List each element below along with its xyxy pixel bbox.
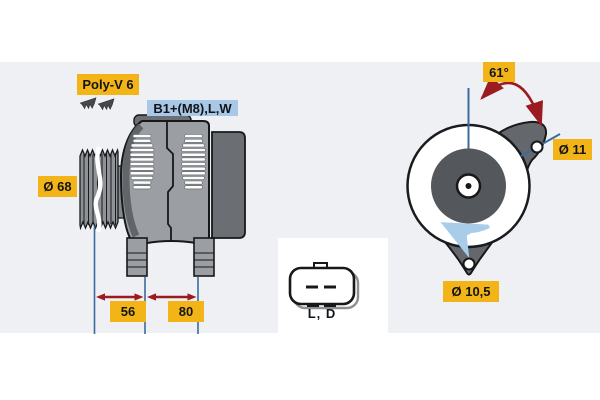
vent-slot	[130, 143, 154, 148]
mounting-legs	[126, 237, 215, 277]
vent-slot	[132, 185, 152, 190]
vent-slot	[129, 157, 155, 162]
rotation-direction-arrow	[440, 222, 490, 259]
dimension-56-label: 56	[110, 301, 146, 322]
vent-slot	[129, 166, 155, 171]
shaft-center	[465, 183, 472, 189]
pulley	[79, 146, 119, 233]
vent-slot	[181, 157, 206, 162]
front-view	[406, 75, 561, 276]
mounting-angle-label: 61°	[483, 62, 515, 82]
housing-parting-line	[166, 122, 174, 242]
vent-slot	[129, 148, 155, 152]
pulley-diameter-label: Ø 68	[38, 176, 77, 197]
vent-slot	[129, 171, 155, 176]
vent-slot	[132, 134, 152, 139]
rear-block	[211, 131, 246, 239]
vent-slot	[181, 171, 206, 176]
vent-slot	[181, 148, 206, 152]
mounting-hole-bottom	[462, 257, 476, 271]
vent-slots	[129, 134, 206, 190]
vent-slot	[181, 166, 206, 171]
dimension-arrows	[96, 293, 197, 301]
vent-slot	[181, 152, 206, 157]
belt-type-label: Poly-V 6	[77, 74, 139, 95]
connector-housing	[288, 266, 356, 306]
vent-slot	[184, 180, 203, 185]
belt-cross-section-icon	[79, 97, 115, 111]
terminal-label: B1+(M8),L,W	[147, 100, 238, 116]
vent-slot	[182, 143, 205, 148]
vent-slot	[132, 180, 152, 185]
vent-slot	[182, 176, 205, 180]
dimension-80-label: 80	[168, 301, 204, 322]
mounting-hole-top	[530, 140, 544, 154]
vent-slot	[132, 138, 152, 143]
vent-slot	[181, 162, 206, 166]
vent-slot	[184, 134, 203, 139]
angle-arc-arrow	[480, 75, 543, 127]
vent-slot	[129, 162, 155, 166]
break-line	[93, 146, 103, 233]
vent-slot	[129, 152, 155, 157]
bottom-hole-diameter-label: Ø 10,5	[443, 281, 499, 302]
connector-view	[288, 262, 360, 310]
connector-pin-label: L, D	[307, 305, 337, 321]
vent-slot	[184, 138, 203, 143]
side-view	[79, 97, 246, 277]
top-hole-diameter-label: Ø 11	[553, 139, 592, 160]
vent-slot	[130, 176, 154, 180]
vent-slot	[184, 185, 203, 190]
